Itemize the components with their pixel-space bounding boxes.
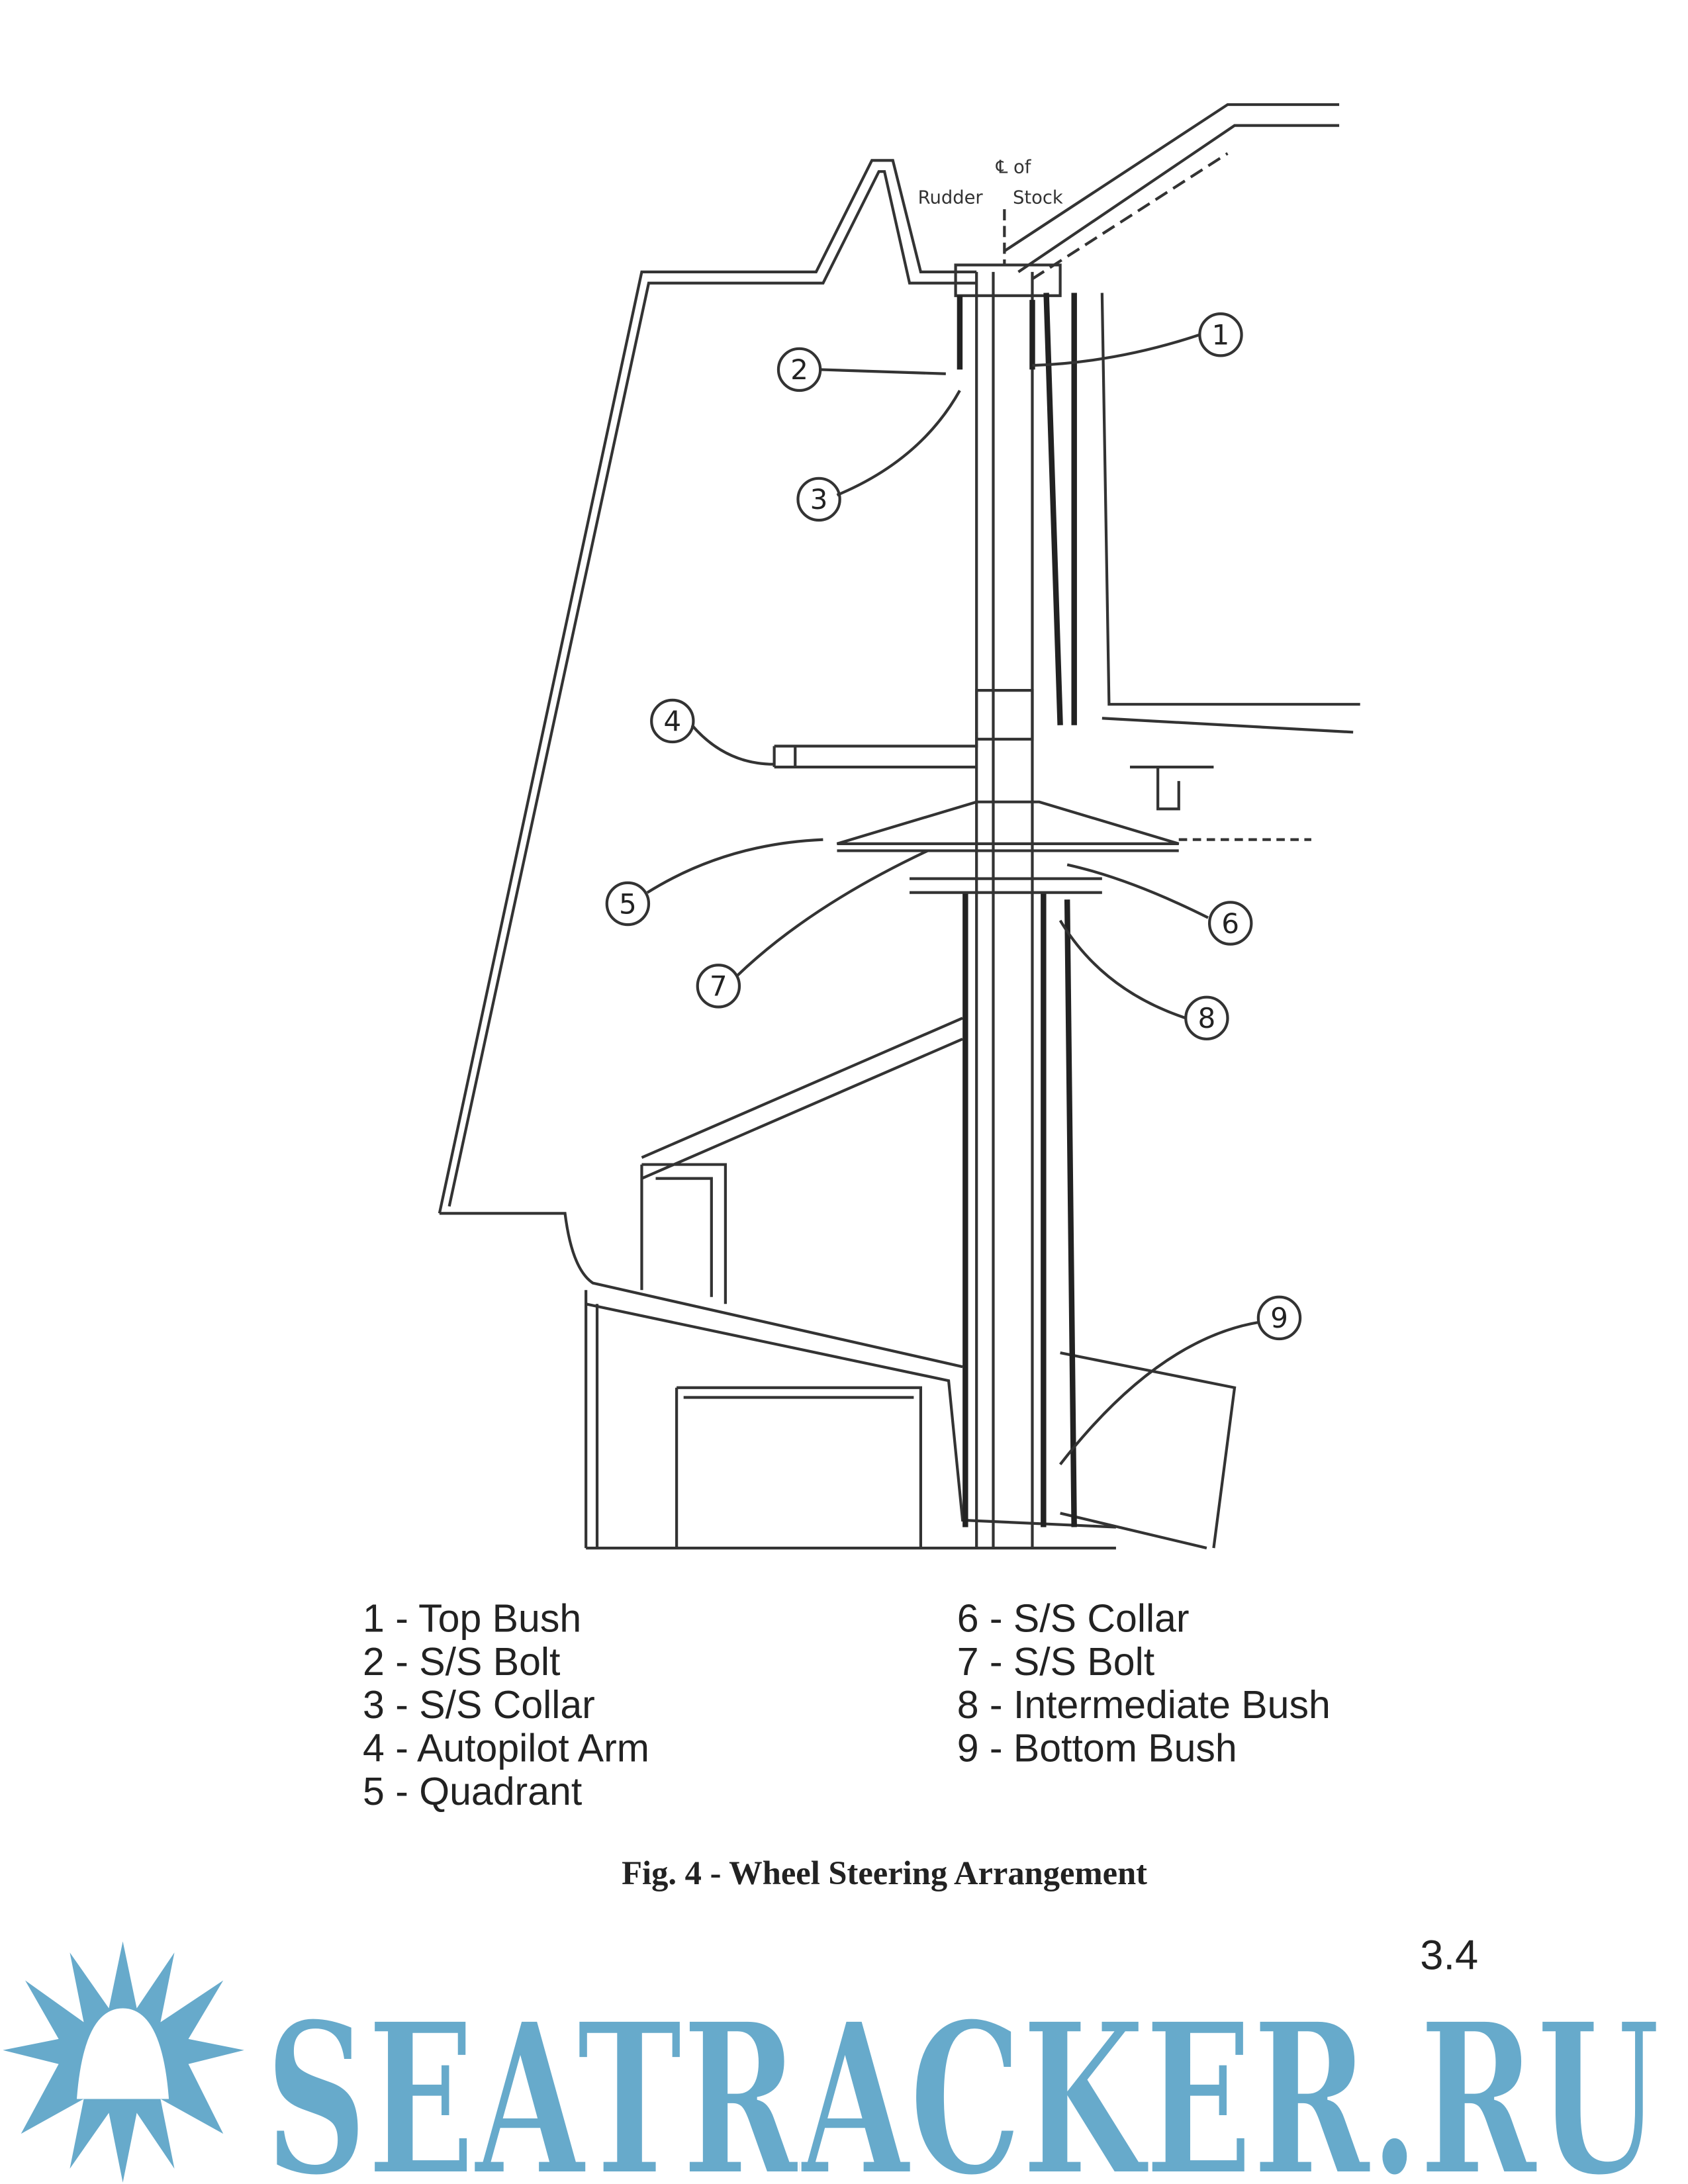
page-number: 3.4 <box>1420 1932 1478 1978</box>
callout-9: 9 <box>1256 1295 1302 1341</box>
rudder-stock <box>910 209 1102 1549</box>
legend-item: 1 - Top Bush <box>363 1597 581 1641</box>
legend-item: 8 - Intermediate Bush <box>957 1683 1331 1727</box>
legend: 1 - Top Bush 2 - S/S Bolt 3 - S/S Collar… <box>363 1597 1331 1813</box>
figure-caption: Fig. 4 - Wheel Steering Arrangement <box>622 1854 1147 1891</box>
callout-7: 7 <box>696 964 741 1009</box>
legend-item: 7 - S/S Bolt <box>957 1640 1154 1684</box>
svg-text:6: 6 <box>1221 907 1239 940</box>
legend-item: 6 - S/S Collar <box>957 1597 1190 1641</box>
callout-5: 5 <box>605 881 651 927</box>
legend-item: 2 - S/S Bolt <box>363 1640 560 1684</box>
callout-6: 6 <box>1207 901 1253 946</box>
stock-label: Stock <box>1013 188 1063 208</box>
svg-text:2: 2 <box>790 353 808 386</box>
callout-4: 4 <box>650 698 695 744</box>
callout-8: 8 <box>1184 995 1229 1041</box>
callouts: 1 2 3 4 5 6 7 8 9 <box>605 312 1302 1341</box>
legend-item: 9 - Bottom Bush <box>957 1726 1237 1770</box>
svg-text:8: 8 <box>1197 1002 1215 1034</box>
centerline-symbol: ℄ of <box>996 157 1032 177</box>
autopilot-arm <box>773 732 1214 811</box>
legend-item: 3 - S/S Collar <box>363 1683 595 1727</box>
callout-leaders <box>646 333 1260 1465</box>
legend-item: 5 - Quadrant <box>363 1770 582 1813</box>
callout-3: 3 <box>796 477 841 522</box>
sun-icon <box>3 1941 244 2183</box>
svg-text:3: 3 <box>810 483 828 516</box>
svg-text:7: 7 <box>710 970 727 1003</box>
legend-item: 4 - Autopilot Arm <box>363 1726 649 1770</box>
rudder-label: Rudder <box>918 188 984 208</box>
svg-text:1: 1 <box>1212 318 1230 351</box>
svg-text:9: 9 <box>1270 1302 1288 1334</box>
tiller <box>1004 103 1340 281</box>
quadrant <box>836 800 1311 852</box>
callout-1: 1 <box>1198 312 1243 357</box>
svg-text:SEATRACKER.RU: SEATRACKER.RU <box>265 1976 1660 2184</box>
callout-2: 2 <box>776 347 822 392</box>
watermark-logo: SEATRACKER.RU <box>3 1941 1662 2184</box>
svg-text:4: 4 <box>663 705 681 737</box>
hull-outline <box>438 159 1360 1550</box>
svg-text:5: 5 <box>619 887 637 920</box>
